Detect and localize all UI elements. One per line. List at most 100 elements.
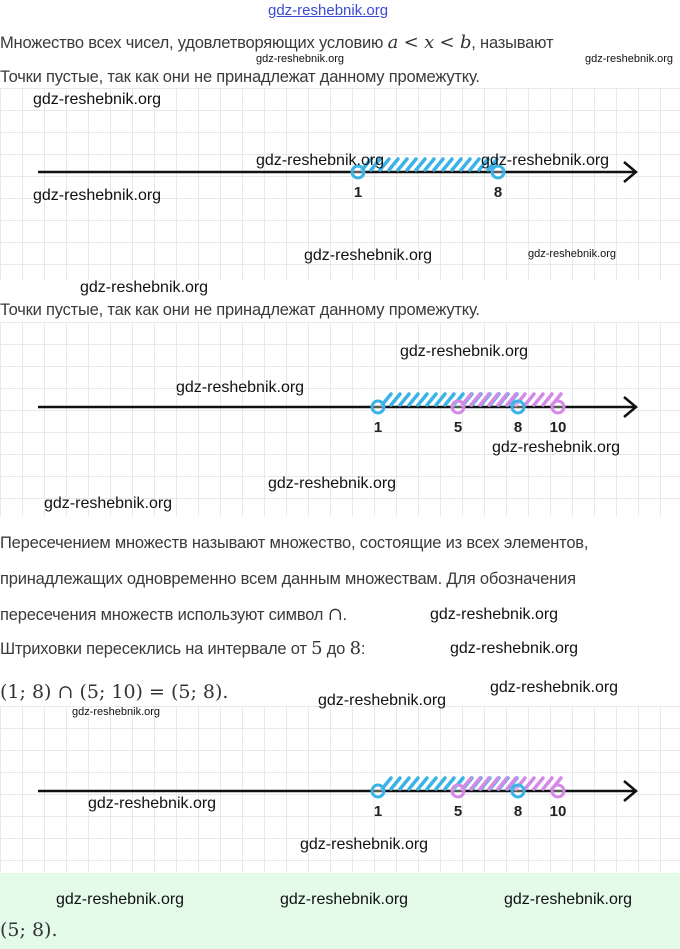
paragraph-intersection-2: принадлежащих одновременно всем данным м… bbox=[0, 570, 576, 588]
text: . bbox=[342, 606, 348, 624]
hatch-stroke bbox=[523, 776, 536, 791]
open-point-10 bbox=[550, 783, 566, 799]
watermark: gdz-reshebnik.org bbox=[72, 706, 161, 718]
open-point-5 bbox=[450, 783, 466, 799]
hatch-stroke bbox=[450, 157, 463, 172]
watermark: gdz-reshebnik.org bbox=[280, 891, 409, 908]
hatch-stroke bbox=[434, 392, 447, 407]
open-point-8 bbox=[510, 783, 526, 799]
tick-label-5: 5 bbox=[454, 419, 462, 436]
watermark: gdz-reshebnik.org bbox=[44, 495, 173, 512]
tick-label-10: 10 bbox=[550, 419, 567, 436]
text: до bbox=[322, 640, 350, 658]
number-line-figure-3: 1 5 8 10 bbox=[0, 706, 680, 872]
hatch-stroke bbox=[541, 392, 554, 407]
hatch-stroke bbox=[443, 776, 456, 791]
axis-arrow-icon bbox=[623, 396, 638, 418]
watermark: gdz-reshebnik.org bbox=[504, 891, 633, 908]
watermark: gdz-reshebnik.org bbox=[490, 679, 619, 696]
watermark: gdz-reshebnik.org bbox=[268, 2, 389, 19]
hatch-stroke bbox=[398, 776, 411, 791]
hatch-stroke bbox=[541, 776, 554, 791]
hatch-stroke bbox=[514, 776, 527, 791]
watermark: gdz-reshebnik.org bbox=[304, 247, 433, 264]
hatch-stroke bbox=[469, 392, 482, 407]
open-point-1 bbox=[370, 783, 386, 799]
watermark: gdz-reshebnik.org bbox=[176, 379, 305, 396]
intersection-symbol: ∩ bbox=[327, 604, 343, 625]
hatch-stroke bbox=[532, 392, 545, 407]
hatch-stroke bbox=[389, 392, 402, 407]
hatch-stroke bbox=[496, 392, 509, 407]
tick-label-8: 8 bbox=[514, 803, 522, 820]
open-point-10 bbox=[550, 399, 566, 415]
number-line-3: 1 5 8 10 bbox=[38, 776, 638, 820]
hatch-stroke bbox=[532, 776, 545, 791]
watermark: gdz-reshebnik.org bbox=[256, 53, 345, 65]
hatch-stroke bbox=[478, 392, 491, 407]
hatch-stroke bbox=[396, 157, 409, 172]
watermark: gdz-reshebnik.org bbox=[80, 279, 209, 296]
hatch-stroke bbox=[407, 776, 420, 791]
hatch-stroke bbox=[505, 776, 518, 791]
hatch-stroke bbox=[378, 157, 391, 172]
hatch-stroke bbox=[405, 157, 418, 172]
watermark: gdz-reshebnik.org bbox=[492, 439, 621, 456]
hatch-stroke bbox=[487, 392, 500, 407]
hatch-stroke bbox=[434, 776, 447, 791]
hatch-stroke bbox=[478, 776, 491, 791]
axis-arrow-icon bbox=[623, 780, 638, 802]
hatch-stroke bbox=[443, 392, 456, 407]
watermark: gdz-reshebnik.org bbox=[88, 795, 217, 812]
answer-text: (5; 8). bbox=[0, 919, 58, 941]
paragraph-empty-points-1: Точки пустые, так как они не принадлежат… bbox=[0, 68, 480, 86]
hatch-stroke bbox=[423, 157, 436, 172]
watermark: gdz-reshebnik.org bbox=[450, 640, 579, 657]
open-point-5 bbox=[450, 399, 466, 415]
hatch-stroke bbox=[505, 392, 518, 407]
hatch-stroke bbox=[514, 392, 527, 407]
open-point-8 bbox=[490, 164, 506, 180]
axis-arrow-icon bbox=[623, 161, 638, 183]
paragraph-hatch-overlap: Штриховки пересеклись на интервале от 5 … bbox=[0, 639, 365, 659]
hatch-stroke bbox=[425, 776, 438, 791]
text: Множество всех чисел, удовлетворяющих ус… bbox=[0, 34, 388, 52]
tick-label-1: 1 bbox=[374, 803, 382, 820]
text: , называют bbox=[471, 34, 554, 52]
hatch-stroke bbox=[416, 776, 429, 791]
hatch-stroke bbox=[369, 157, 382, 172]
math-inequality: a < x < b bbox=[387, 32, 472, 53]
watermark: gdz-reshebnik.org bbox=[33, 91, 162, 108]
hatch-stroke bbox=[389, 776, 402, 791]
hatch-stroke bbox=[441, 157, 454, 172]
watermark: gdz-reshebnik.org bbox=[33, 187, 162, 204]
hatch-stroke bbox=[523, 392, 536, 407]
text: пересечения множеств используют символ bbox=[0, 606, 328, 624]
hatch-stroke bbox=[487, 776, 500, 791]
paragraph-intersection-3: пересечения множеств используют символ ∩… bbox=[0, 605, 347, 625]
hatch-stroke bbox=[414, 157, 427, 172]
hatch-stroke bbox=[387, 157, 400, 172]
watermark: gdz-reshebnik.org bbox=[300, 836, 429, 853]
paragraph-empty-points-2: Точки пустые, так как они не принадлежат… bbox=[0, 301, 480, 319]
tick-label-5: 5 bbox=[454, 803, 462, 820]
hatch-stroke bbox=[407, 392, 420, 407]
hatch-stroke bbox=[432, 157, 445, 172]
watermark: gdz-reshebnik.org bbox=[256, 152, 385, 169]
hatching-1-8 bbox=[360, 157, 499, 172]
hatch-stroke bbox=[477, 157, 490, 172]
tick-label-10: 10 bbox=[550, 803, 567, 820]
hatch-stroke bbox=[398, 392, 411, 407]
tick-label-1: 1 bbox=[354, 184, 362, 201]
hatch-stroke bbox=[425, 392, 438, 407]
text: : bbox=[360, 640, 366, 658]
hatching-5-10 bbox=[460, 392, 563, 407]
hatch-stroke bbox=[469, 776, 482, 791]
watermark: gdz-reshebnik.org bbox=[400, 343, 529, 360]
paragraph-intersection-1: Пересечением множеств называют множество… bbox=[0, 534, 589, 552]
watermark: gdz-reshebnik.org bbox=[56, 891, 185, 908]
tick-label-8: 8 bbox=[514, 419, 522, 436]
